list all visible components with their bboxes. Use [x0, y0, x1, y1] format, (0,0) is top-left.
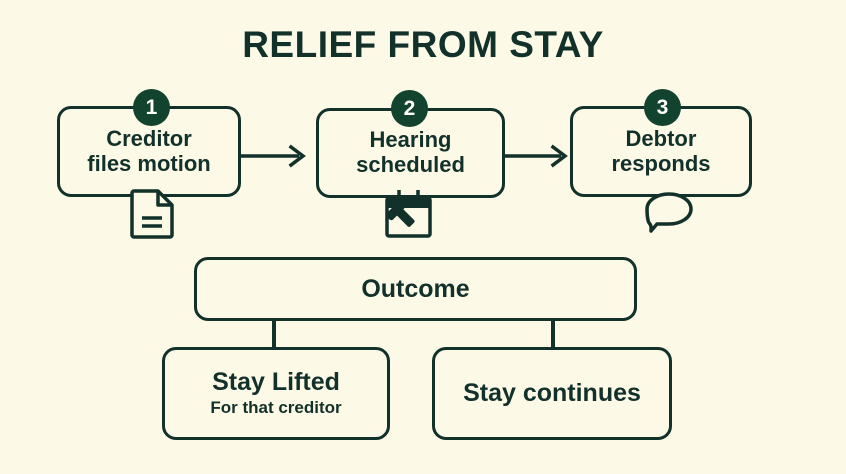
result-title: Stay Lifted — [212, 367, 340, 396]
result-box-stay-lifted[interactable]: Stay Lifted For that creditor — [162, 347, 390, 440]
connector-outcome-to-stay-lifted — [272, 319, 276, 349]
arrow-step1-to-step2 — [241, 142, 313, 175]
outcome-label: Outcome — [361, 274, 470, 303]
step-box-label-line2: files motion — [87, 150, 211, 176]
step-badge-2: 2 — [391, 90, 428, 127]
outcome-box[interactable]: Outcome — [194, 257, 637, 321]
result-title: Stay continues — [463, 378, 641, 407]
step-box-label-line1: Hearing — [369, 127, 452, 153]
result-box-stay-continues[interactable]: Stay continues — [432, 347, 672, 440]
page-title: RELIEF FROM STAY — [242, 24, 604, 65]
arrow-step2-to-step3 — [503, 142, 575, 175]
step-box-label-line1: Debtor — [625, 125, 697, 151]
step-box-label-line1: Creditor — [106, 125, 192, 151]
speech-bubble-icon — [641, 190, 697, 243]
step-box-label-line2: responds — [611, 150, 711, 176]
step-badge-3: 3 — [644, 89, 681, 126]
document-icon — [128, 186, 180, 245]
connector-outcome-to-stay-continues — [551, 319, 555, 349]
step-badge-1: 1 — [133, 89, 170, 126]
step-box-label-line2: scheduled — [356, 152, 465, 177]
calendar-gavel-icon — [382, 187, 436, 246]
result-subtitle: For that creditor — [210, 398, 342, 418]
